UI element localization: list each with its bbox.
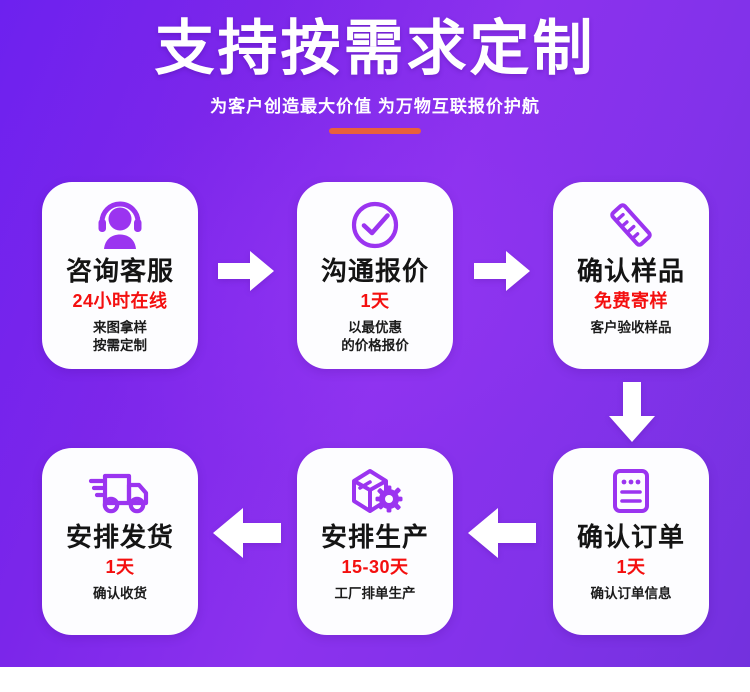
step-card-highlight: 1天 (616, 557, 646, 577)
order-document-icon (607, 460, 655, 522)
step-card-title: 咨询客服 (65, 256, 174, 286)
step-card-consult-service[interactable]: 咨询客服 24小时在线 来图拿样 按需定制 (42, 182, 198, 369)
banner-header: 支持按需求定制 为客户创造最大价值 为万物互联报价护航 (0, 0, 750, 134)
arrow-right-step2-to-step3-icon (472, 248, 532, 294)
page-title: 支持按需求定制 (154, 15, 596, 82)
arrow-right-step1-to-step2-icon (216, 248, 276, 294)
title-underline-accent (329, 128, 421, 134)
page-subtitle: 为客户创造最大价值 为万物互联报价护航 (210, 97, 540, 116)
arrow-left-step4-to-step5-icon (466, 505, 538, 561)
step-card-confirm-sample[interactable]: 确认样品 免费寄样 客户验收样品 (553, 182, 709, 369)
step-card-title: 沟通报价 (320, 256, 429, 286)
step-card-title: 安排生产 (320, 522, 429, 552)
step-card-quote-communication[interactable]: 沟通报价 1天 以最优惠 的价格报价 (297, 182, 453, 369)
step-card-highlight: 免费寄样 (594, 291, 668, 311)
step-card-title: 安排发货 (65, 522, 174, 552)
step-card-desc-line-1: 确认收货 (93, 586, 147, 601)
step-card-highlight: 1天 (105, 557, 135, 577)
arrow-down-step3-to-step4-icon (606, 380, 658, 444)
step-card-desc-line-1: 客户验收样品 (590, 320, 672, 335)
step-card-confirm-order[interactable]: 确认订单 1天 确认订单信息 (553, 448, 709, 635)
step-card-desc-line-1: 以最优惠 (348, 320, 402, 335)
step-card-desc-line-2: 的价格报价 (341, 338, 409, 353)
step-card-arrange-production[interactable]: 安排生产 15-30天 工厂排单生产 (297, 448, 453, 635)
arrow-left-step5-to-step6-icon (211, 505, 283, 561)
step-card-desc-line-2: 按需定制 (93, 338, 147, 353)
step-card-desc-line-1: 确认订单信息 (590, 586, 672, 601)
ruler-icon (605, 194, 657, 256)
step-card-highlight: 24小时在线 (72, 291, 168, 311)
step-card-highlight: 15-30天 (341, 557, 409, 577)
box-gear-production-icon (346, 460, 404, 522)
step-card-desc-line-1: 来图拿样 (93, 320, 147, 335)
delivery-truck-icon (87, 460, 153, 522)
step-card-title: 确认订单 (576, 522, 685, 552)
step-card-title: 确认样品 (576, 256, 685, 286)
step-card-arrange-shipment[interactable]: 安排发货 1天 确认收货 (42, 448, 198, 635)
check-circle-icon (350, 194, 400, 256)
step-card-highlight: 1天 (360, 291, 390, 311)
step-card-desc-line-1: 工厂排单生产 (334, 586, 416, 601)
headset-support-icon (92, 194, 148, 256)
